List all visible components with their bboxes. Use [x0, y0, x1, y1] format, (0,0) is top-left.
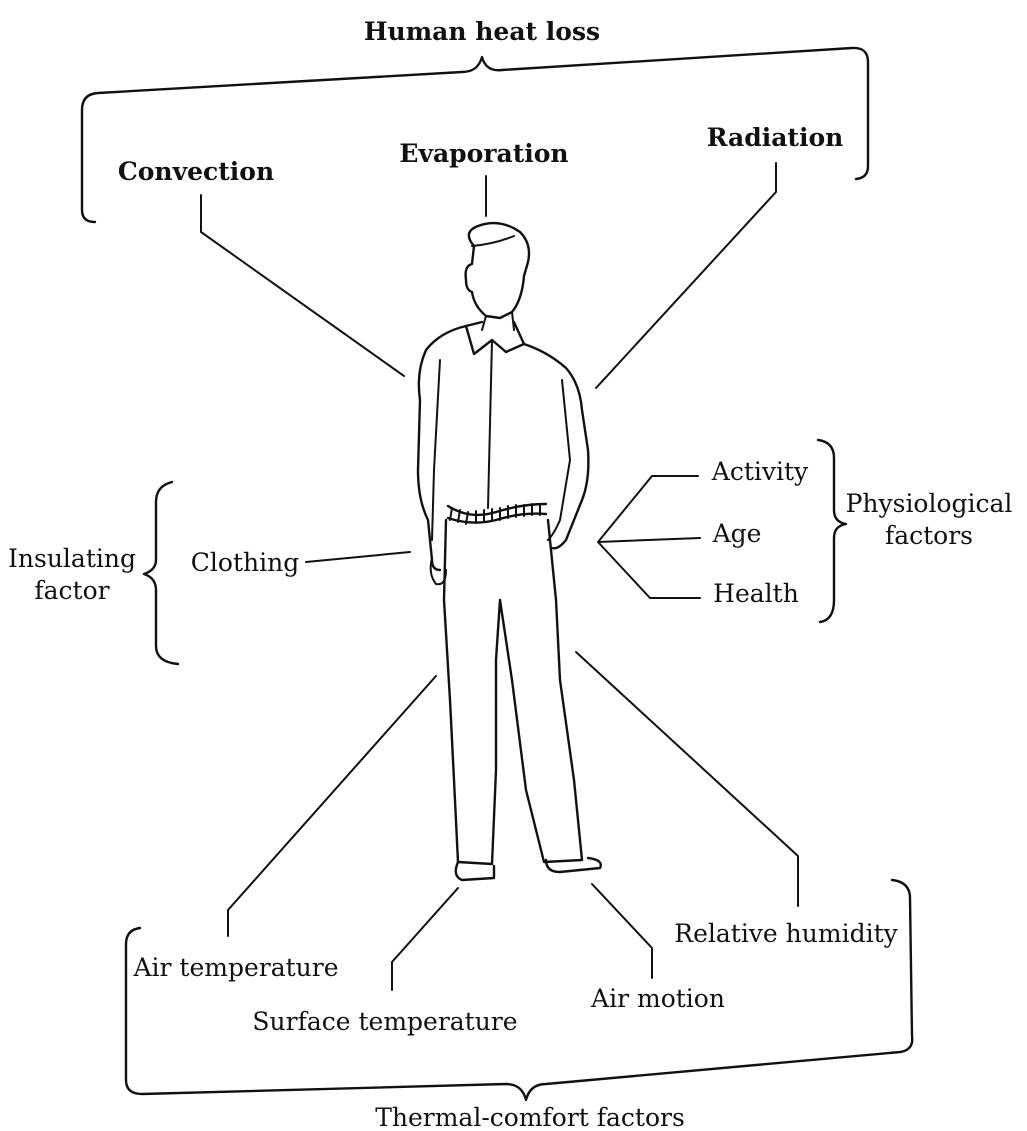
figure-left-shoe: [454, 860, 496, 882]
relative-humidity-label: Relative humidity: [674, 919, 898, 948]
physiological-label-line2: factors: [885, 521, 973, 550]
figure-collar: [464, 320, 526, 356]
physiological-brace: [816, 438, 848, 624]
figure-hair-line: [471, 235, 515, 247]
surface-temperature-label: Surface temperature: [252, 1007, 517, 1036]
surface-temperature-leader: [391, 887, 459, 991]
air-motion-leader: [591, 883, 653, 979]
physiological-label-line1: Physiological: [846, 489, 1013, 518]
human-figure: [416, 221, 602, 882]
relative-humidity-leader: [575, 651, 799, 907]
figure-hand: [429, 557, 447, 586]
clothing-leader: [305, 551, 411, 563]
clothing-label: Clothing: [191, 548, 299, 577]
figure-belt-texture: [449, 503, 541, 525]
age-label: Age: [712, 519, 762, 548]
figure-head: [464, 221, 531, 320]
radiation-leader: [595, 162, 777, 389]
figure-neck: [481, 311, 515, 331]
figure-placket: [487, 339, 493, 509]
convection-leader: [200, 194, 405, 377]
air-motion-label: Air motion: [590, 984, 725, 1013]
radiation-label: Radiation: [707, 123, 844, 152]
thermal-comfort-label: Thermal-comfort factors: [375, 1103, 685, 1131]
figure-left-arm: [431, 359, 441, 541]
insulating-brace: [142, 480, 180, 666]
air-temperature-leader: [227, 675, 437, 937]
activity-label: Activity: [711, 457, 809, 486]
insulating-label-line1: Insulating: [8, 544, 136, 573]
convection-label: Convection: [118, 157, 274, 186]
insulating-label-line2: factor: [34, 576, 109, 605]
air-temperature-label: Air temperature: [132, 953, 338, 982]
physiological-fork: [597, 475, 701, 599]
heat-loss-brace: [80, 46, 870, 224]
figure-right-shoe: [544, 856, 602, 874]
diagram-title: Human heat loss: [364, 17, 600, 46]
health-label: Health: [713, 579, 799, 608]
thermal-comfort-brace: [124, 878, 914, 1102]
figure-torso: [416, 324, 590, 572]
figure-right-arm: [547, 379, 571, 541]
evaporation-label: Evaporation: [399, 139, 568, 168]
figure-legs: [442, 518, 584, 866]
